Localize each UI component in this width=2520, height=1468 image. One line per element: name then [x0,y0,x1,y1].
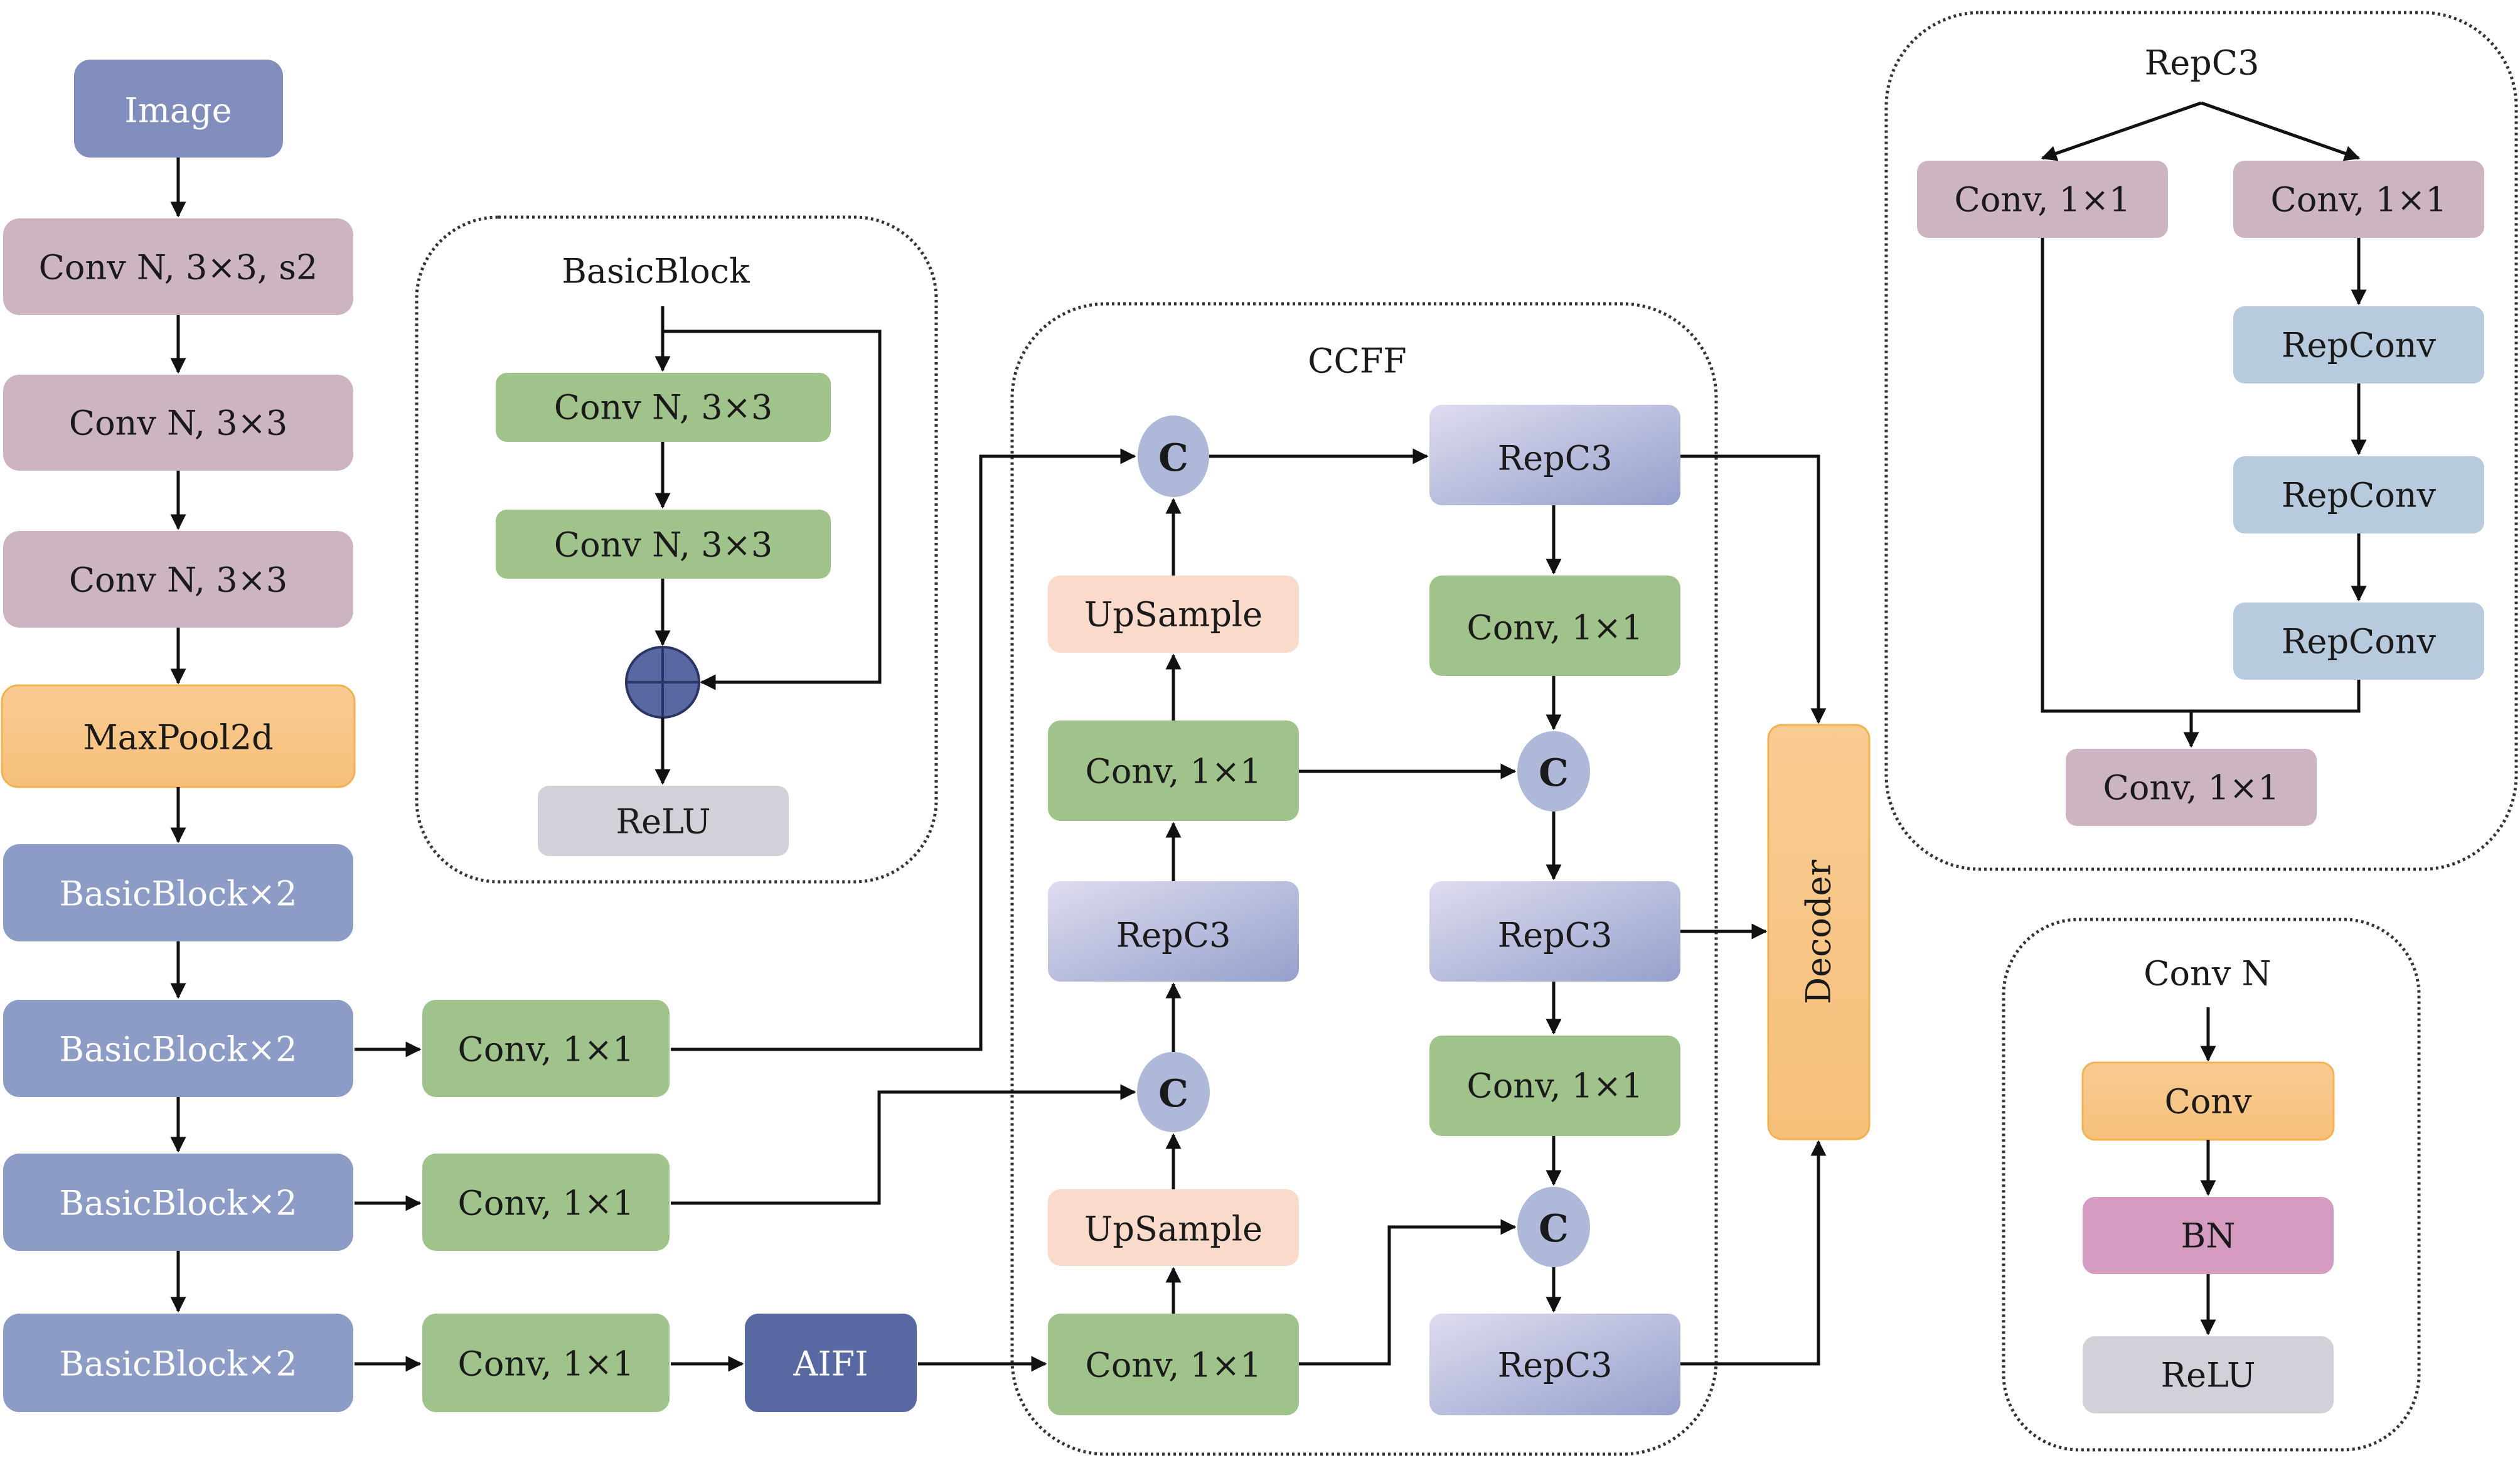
ccff-conv-top-right-label: Conv, 1×1 [1467,608,1643,648]
ccff-concat-3: C [1517,731,1590,812]
ccff-concat-2: C [1137,1052,1210,1132]
node-image-label: Image [124,91,232,131]
ccff-repc3-bottom-right[interactable]: RepC3 [1429,1314,1680,1415]
ccff-conv-mid-left[interactable]: Conv, 1×1 [1048,721,1299,821]
convn-node-relu-label: ReLU [2160,1356,2255,1395]
convn-node-relu[interactable]: ReLU [2083,1336,2334,1413]
node-decoder-label: Decoder [1799,860,1839,1005]
node-stem-conv-s2[interactable]: Conv N, 3×3, s2 [3,218,353,315]
repc3-repconv-2[interactable]: RepConv [2233,456,2484,533]
edge-repc3-top-to-decoder [1680,454,1827,724]
repc3-repconv-3-label: RepConv [2282,622,2437,662]
edge-lateral2-to-concat2 [671,1084,1136,1205]
edge-conv-bottom-left-to-concat4 [1299,1219,1517,1366]
node-basicblock-stage-2-label: BasicBlock×2 [59,1030,297,1069]
ccff-repc3-bottom-right-label: RepC3 [1498,1346,1613,1385]
ccff-conv-top-right[interactable]: Conv, 1×1 [1429,576,1680,676]
edge-lateral1-to-concat1 [671,448,1136,1051]
convn-node-bn[interactable]: BN [2083,1197,2334,1274]
node-basicblock-stage-4[interactable]: BasicBlock×2 [3,1314,353,1412]
repc3-conv-right-label: Conv, 1×1 [2271,180,2447,220]
node-lateral-conv-2[interactable]: Conv, 1×1 [422,1154,670,1251]
node-image[interactable]: Image [74,60,283,158]
ccff-upsample-bottom-label: UpSample [1084,1209,1263,1249]
node-basicblock-stage-3-label: BasicBlock×2 [59,1184,297,1223]
node-lateral-conv-1[interactable]: Conv, 1×1 [422,1000,670,1097]
ccff-repc3-left[interactable]: RepC3 [1048,881,1299,982]
ccff-concat-1-label: C [1158,436,1188,480]
repc3-conv-out[interactable]: Conv, 1×1 [2066,749,2317,826]
bb-edge-skip [663,329,882,690]
repc3-repconv-2-label: RepConv [2282,476,2437,515]
ccff-concat-2-label: C [1158,1072,1188,1116]
repc3-conv-left[interactable]: Conv, 1×1 [1917,161,2168,238]
convn-node-conv[interactable]: Conv [2081,1061,2335,1141]
convn-node-bn-label: BN [2181,1216,2236,1256]
ccff-concat-4-label: C [1539,1207,1569,1251]
ccff-repc3-top-right-label: RepC3 [1498,439,1613,478]
ccff-upsample-top-label: UpSample [1084,595,1263,635]
node-lateral-conv-2-label: Conv, 1×1 [458,1184,634,1223]
node-aifi[interactable]: AIFI [745,1314,917,1412]
ccff-concat-3-label: C [1539,751,1569,795]
node-basicblock-stage-3[interactable]: BasicBlock×2 [3,1154,353,1251]
node-decoder[interactable]: Decoder [1767,724,1871,1140]
bb-node-relu[interactable]: ReLU [538,786,789,856]
repc3-edge-split-right [2201,101,2361,161]
repc3-panel-title: RepC3 [2145,43,2260,83]
ccff-repc3-mid-right-label: RepC3 [1498,916,1613,955]
repc3-conv-right[interactable]: Conv, 1×1 [2233,161,2484,238]
node-lateral-conv-1-label: Conv, 1×1 [458,1030,634,1069]
repc3-repconv-3[interactable]: RepConv [2233,603,2484,680]
ccff-repc3-left-label: RepC3 [1116,916,1231,955]
node-stem-conv-2[interactable]: Conv N, 3×3 [3,375,353,471]
bb-node-conv2-label: Conv N, 3×3 [554,525,772,565]
node-basicblock-stage-2[interactable]: BasicBlock×2 [3,1000,353,1097]
convn-node-conv-label: Conv [2164,1082,2252,1122]
ccff-conv-mid-left-label: Conv, 1×1 [1086,752,1262,791]
bb-add-node [625,646,700,719]
ccff-conv-bottom-left-label: Conv, 1×1 [1086,1346,1262,1385]
ccff-upsample-bottom[interactable]: UpSample [1048,1189,1299,1266]
repc3-edge-split-left [2041,101,2202,161]
repc3-repconv-1[interactable]: RepConv [2233,306,2484,383]
ccff-concat-1: C [1138,415,1209,497]
bb-node-conv1-label: Conv N, 3×3 [554,388,772,427]
ccff-conv-mid-right-label: Conv, 1×1 [1467,1066,1643,1106]
ccff-panel-title: CCFF [1308,341,1407,381]
repc3-conv-out-label: Conv, 1×1 [2103,768,2280,808]
bb-node-conv2[interactable]: Conv N, 3×3 [496,510,831,579]
basicblock-panel-title: BasicBlock [562,252,750,291]
ccff-upsample-top[interactable]: UpSample [1048,576,1299,653]
bb-node-relu-label: ReLU [616,802,710,842]
repc3-repconv-1-label: RepConv [2282,326,2437,365]
node-lateral-conv-3-label: Conv, 1×1 [458,1344,634,1384]
repc3-conv-left-label: Conv, 1×1 [1955,180,2131,220]
ccff-repc3-mid-right[interactable]: RepC3 [1429,881,1680,982]
node-stem-conv-3[interactable]: Conv N, 3×3 [3,531,353,628]
node-basicblock-stage-1[interactable]: BasicBlock×2 [3,844,353,941]
node-stem-conv-2-label: Conv N, 3×3 [69,404,287,443]
node-maxpool-label: MaxPool2d [83,718,273,758]
node-stem-conv-s2-label: Conv N, 3×3, s2 [39,248,318,287]
basicblock-panel [415,215,938,884]
bb-node-conv1[interactable]: Conv N, 3×3 [496,373,831,442]
node-maxpool[interactable]: MaxPool2d [1,684,356,788]
node-basicblock-stage-4-label: BasicBlock×2 [59,1344,297,1384]
node-lateral-conv-3[interactable]: Conv, 1×1 [422,1314,670,1412]
ccff-concat-4: C [1517,1187,1590,1267]
node-stem-conv-3-label: Conv N, 3×3 [69,560,287,600]
convn-panel [2002,918,2421,1452]
convn-panel-title: Conv N [2144,954,2272,994]
node-aifi-label: AIFI [793,1344,868,1384]
repc3-edge-merge [2041,238,2361,713]
ccff-conv-bottom-left[interactable]: Conv, 1×1 [1048,1314,1299,1415]
ccff-conv-mid-right[interactable]: Conv, 1×1 [1429,1036,1680,1136]
node-basicblock-stage-1-label: BasicBlock×2 [59,874,297,914]
repc3-panel [1884,11,2518,871]
ccff-repc3-top-right[interactable]: RepC3 [1429,405,1680,505]
edge-repc3-bottom-to-decoder [1680,1140,1827,1366]
